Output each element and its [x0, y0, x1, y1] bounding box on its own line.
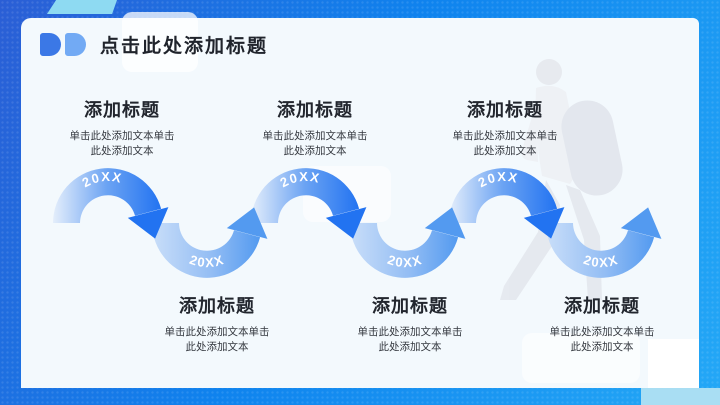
step-title[interactable]: 添加标题 [277, 100, 353, 120]
step-body[interactable]: 单击此处添加文本单击此处添加文本 [262, 130, 368, 157]
arc-lower [350, 223, 459, 278]
arrow-down-icon [523, 207, 565, 239]
step-title[interactable]: 添加标题 [564, 296, 640, 316]
white-deco-rect [522, 333, 640, 383]
cyan-accent-top-left [47, 0, 117, 14]
arc-arrowheads [127, 207, 662, 239]
step-title[interactable]: 添加标题 [84, 100, 160, 120]
logo-shape-dark-icon [40, 33, 61, 56]
step-block-5: 添加标题 单击此处添加文本单击此处添加文本 [420, 96, 590, 159]
step-block-3: 添加标题 单击此处添加文本单击此处添加文本 [230, 96, 400, 159]
slide-title-placeholder[interactable]: 点击此处添加标题 [100, 36, 269, 57]
arc-year-label[interactable]: 20XX [386, 252, 425, 270]
step-title[interactable]: 添加标题 [179, 296, 255, 316]
step-title[interactable]: 添加标题 [467, 100, 543, 120]
arrow-up-icon [424, 207, 466, 239]
arrow-up-icon [620, 207, 662, 239]
white-deco-rect [122, 12, 198, 72]
arrow-down-icon [127, 207, 169, 239]
step-block-1: 添加标题 单击此处添加文本单击此处添加文本 [37, 96, 207, 159]
arc-upper [53, 168, 162, 223]
arc-upper [251, 168, 360, 223]
cyan-accent-bottom-right [641, 388, 720, 405]
timeline-arcs [53, 168, 655, 278]
step-body[interactable]: 单击此处添加文本单击此处添加文本 [164, 326, 270, 353]
step-block-4: 添加标题 单击此处添加文本单击此处添加文本 [325, 292, 495, 355]
arc-year-label[interactable]: 20XX [582, 252, 621, 270]
step-block-6: 添加标题 单击此处添加文本单击此处添加文本 [517, 292, 687, 355]
step-body[interactable]: 单击此处添加文本单击此处添加文本 [549, 326, 655, 353]
arc-lower [152, 223, 261, 278]
arrow-up-icon [226, 207, 268, 239]
step-body[interactable]: 单击此处添加文本单击此处添加文本 [357, 326, 463, 353]
arrow-down-icon [325, 207, 367, 239]
arc-year-label[interactable]: 20XX [188, 252, 227, 270]
step-title[interactable]: 添加标题 [372, 296, 448, 316]
logo-shape-light-icon [65, 33, 86, 56]
dd-logo-icon [40, 33, 86, 56]
step-body[interactable]: 单击此处添加文本单击此处添加文本 [69, 130, 175, 157]
slide-header: 点击此处添加标题 [40, 31, 268, 58]
step-body[interactable]: 单击此处添加文本单击此处添加文本 [452, 130, 558, 157]
arc-upper [449, 168, 558, 223]
arc-lower [546, 223, 655, 278]
step-block-2: 添加标题 单击此处添加文本单击此处添加文本 [132, 292, 302, 355]
white-corner-block [648, 339, 699, 388]
